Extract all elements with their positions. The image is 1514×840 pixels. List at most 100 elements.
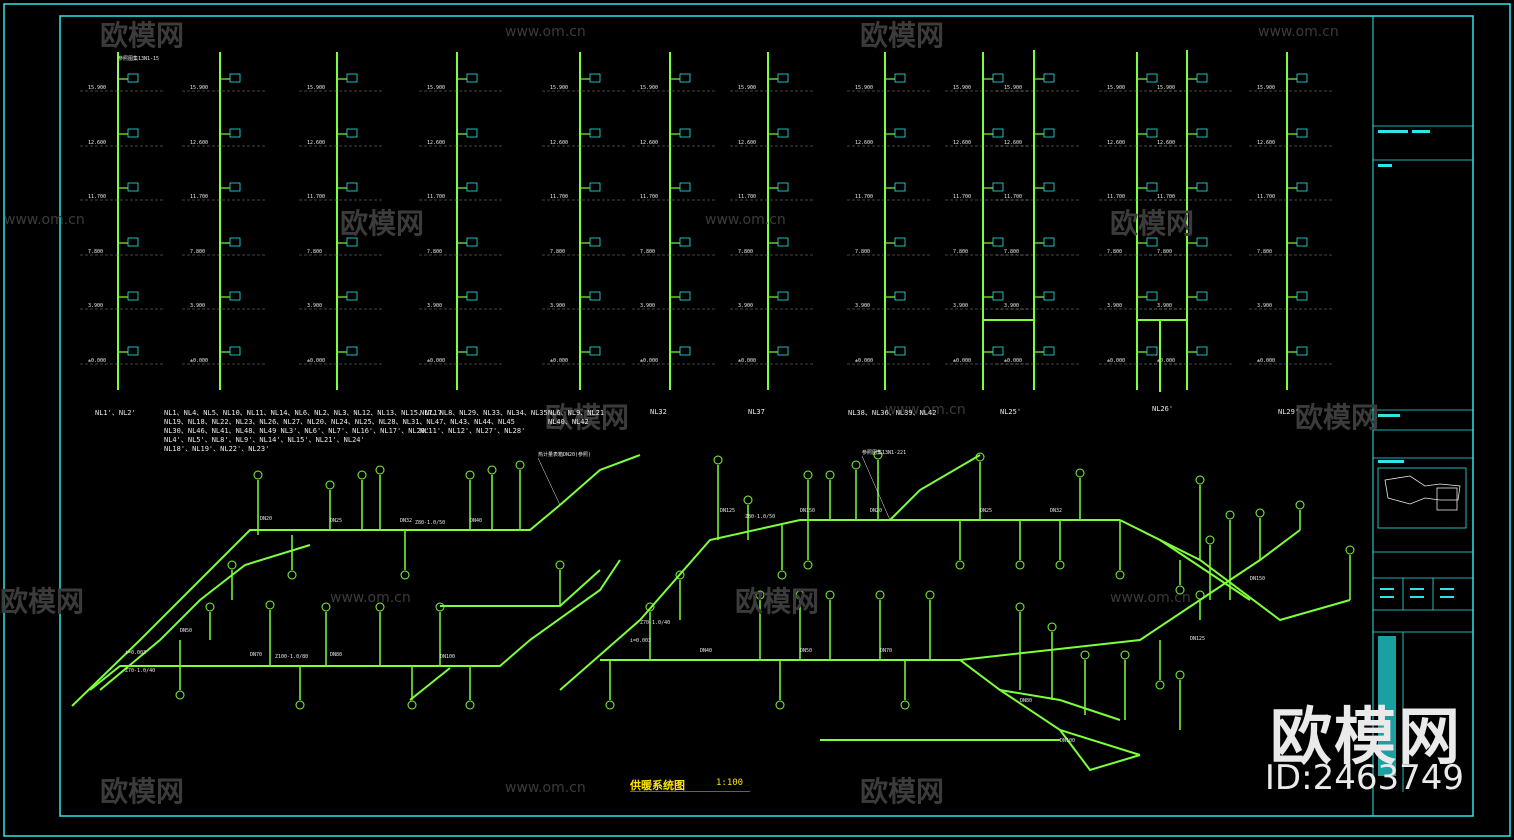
riser-tag: [375, 465, 385, 475]
drawing-scale: 1:100: [716, 778, 744, 788]
riser-tag: [1175, 670, 1185, 680]
riser-caption-15: NL26': [1152, 405, 1174, 413]
radiator-box: [229, 291, 241, 301]
elevation-label: 12.600: [1107, 140, 1125, 146]
radiator-box: [1146, 237, 1158, 247]
slope-note: Z70-1.0/40: [640, 620, 670, 626]
main-pipe: [999, 689, 1121, 721]
riser-tag: [265, 600, 275, 610]
riser-tag: [287, 570, 297, 580]
riser-tag: [1255, 508, 1265, 518]
elevation-label: 11.700: [550, 194, 568, 200]
slope-note: Z80-1.0/50: [415, 520, 445, 526]
radiator-box: [466, 182, 478, 192]
riser-caption-5: NL4'、NL5'、NL8'、NL9'、NL14'、NL15'、NL21'、NL…: [164, 436, 365, 444]
elevation-label: 3.900: [640, 303, 655, 309]
radiator-box: [127, 346, 139, 356]
riser-tag: [645, 602, 655, 612]
radiator-box: [127, 128, 139, 138]
elevation-label: 7.800: [427, 249, 442, 255]
radiator-box: [1043, 291, 1055, 301]
riser-caption-11: NL32: [650, 408, 667, 416]
riser-tag: [795, 590, 805, 600]
radiator-box: [777, 291, 789, 301]
elevation-label: ±0.000: [307, 358, 325, 364]
radiator-box: [679, 346, 691, 356]
elevation-label: ±0.000: [1004, 358, 1022, 364]
riser-tag: [777, 570, 787, 580]
pipe-size-label: DN80: [330, 652, 342, 658]
slope-note: Z80-1.0/50: [745, 514, 775, 520]
elevation-label: 11.700: [1257, 194, 1275, 200]
elevation-label: 11.700: [640, 194, 658, 200]
pipe-size-label: DN40: [700, 648, 712, 654]
elevation-label: 12.600: [1157, 140, 1175, 146]
elevation-label: 11.700: [307, 194, 325, 200]
elevation-label: 15.900: [640, 85, 658, 91]
elevation-label: 15.900: [88, 85, 106, 91]
radiator-box: [466, 346, 478, 356]
pipe-size-label: DN50: [180, 628, 192, 634]
riser-tag: [1345, 545, 1355, 555]
riser-caption-2: NL1、NL4、NL5、NL10、NL11、NL14、NL6、NL2、NL3、N…: [164, 409, 442, 417]
elevation-label: 7.800: [190, 249, 205, 255]
radiator-box: [1296, 291, 1308, 301]
elevation-label: 3.900: [427, 303, 442, 309]
elevation-label: ±0.000: [738, 358, 756, 364]
riser-caption-6: NL18'、NL19'、NL22'、NL23': [164, 445, 270, 453]
riser-tag: [205, 602, 215, 612]
radiator-box: [894, 182, 906, 192]
radiator-box: [589, 291, 601, 301]
riser-tag: [1205, 535, 1215, 545]
main-pipe: [889, 454, 981, 521]
radiator-box: [1196, 128, 1208, 138]
elevation-label: 15.900: [1257, 85, 1275, 91]
elevation-label: 11.700: [738, 194, 756, 200]
radiator-box: [229, 182, 241, 192]
riser-tag: [435, 602, 445, 612]
elevation-label: 11.700: [190, 194, 208, 200]
elevation-label: 15.900: [1107, 85, 1125, 91]
pipe-size-label: DN50: [800, 648, 812, 654]
radiator-box: [589, 346, 601, 356]
riser-caption-7: NL7、NL8、NL29、NL33、NL34、NL35: [420, 409, 548, 417]
elevation-label: ±0.000: [640, 358, 658, 364]
radiator-box: [1146, 128, 1158, 138]
elevation-label: 3.900: [1107, 303, 1122, 309]
radiator-box: [992, 237, 1004, 247]
pipe-size-label: DN100: [1060, 738, 1075, 744]
elevation-label: 12.600: [738, 140, 756, 146]
elevation-label: 3.900: [738, 303, 753, 309]
elevation-label: 7.800: [1157, 249, 1172, 255]
riser-offset: [1137, 50, 1188, 321]
riser-tag: [755, 590, 765, 600]
riser-tag: [407, 700, 417, 710]
elevation-label: ±0.000: [1157, 358, 1175, 364]
riser-offset: [983, 50, 1035, 321]
radiator-box: [346, 291, 358, 301]
main-pipe: [409, 667, 451, 701]
riser-tag: [775, 700, 785, 710]
riser-tag: [1155, 680, 1165, 690]
elevation-label: ±0.000: [855, 358, 873, 364]
riser-tag: [1115, 570, 1125, 580]
title-block: [1373, 125, 1473, 792]
riser-tag: [1015, 602, 1025, 612]
elevation-label: 15.900: [550, 85, 568, 91]
pipe-size-label: DN80: [1020, 698, 1032, 704]
riser-tag: [873, 450, 883, 460]
elevation-label: 7.800: [1004, 249, 1019, 255]
riser-tag: [743, 495, 753, 505]
pipe-size-label: DN32: [1050, 508, 1062, 514]
elevation-label: 15.900: [190, 85, 208, 91]
radiator-box: [992, 73, 1004, 83]
radiator-box: [1043, 73, 1055, 83]
elevation-label: 12.600: [1004, 140, 1022, 146]
riser-tag: [1175, 585, 1185, 595]
elevation-label: 3.900: [1004, 303, 1019, 309]
radiator-box: [1296, 182, 1308, 192]
radiator-box: [894, 73, 906, 83]
radiator-box: [346, 182, 358, 192]
radiator-box: [127, 291, 139, 301]
riser-tag: [295, 700, 305, 710]
